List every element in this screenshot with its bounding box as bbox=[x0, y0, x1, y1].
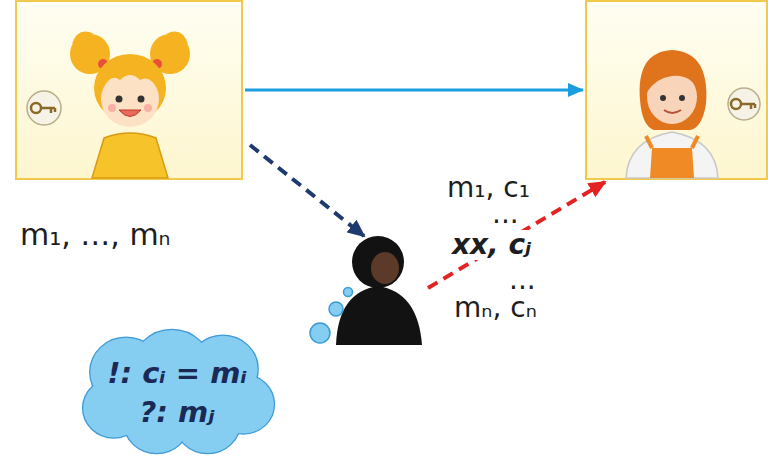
key-blade bbox=[741, 104, 755, 109]
eye bbox=[138, 96, 145, 103]
pigtail-tuft bbox=[72, 32, 188, 44]
node-text: ... bbox=[509, 266, 536, 294]
node-text: m₁, c₁ bbox=[447, 174, 530, 202]
text-group: !: cᵢ = mᵢ?: mⱼ bbox=[75, 328, 279, 455]
mouth bbox=[664, 110, 681, 113]
thought-bubble bbox=[310, 323, 330, 343]
receiver-avatar bbox=[626, 50, 718, 178]
attacker-body bbox=[336, 286, 422, 345]
text-group: m₁, …, mₙ bbox=[20, 220, 171, 250]
thought-bubble bbox=[329, 302, 343, 316]
node-text: !: cᵢ = mᵢ bbox=[107, 355, 247, 391]
thought-cloud: !: cᵢ = mᵢ?: mⱼ bbox=[75, 328, 279, 455]
key-icon bbox=[728, 88, 760, 120]
cheek bbox=[144, 104, 152, 112]
attacker-face bbox=[371, 252, 399, 284]
intercept-arrow bbox=[250, 145, 364, 236]
node-text: ... bbox=[492, 200, 519, 228]
key-badge bbox=[728, 88, 760, 120]
key-badge bbox=[27, 91, 61, 125]
cloud-outline bbox=[75, 328, 279, 455]
forged-arrow bbox=[428, 182, 605, 288]
key-icon bbox=[27, 91, 61, 125]
eye bbox=[679, 95, 685, 101]
attacker-figure bbox=[336, 236, 422, 345]
cheek bbox=[108, 104, 116, 112]
eye bbox=[116, 96, 123, 103]
message-arrow bbox=[245, 89, 583, 92]
node-text: ?: mⱼ bbox=[139, 394, 214, 430]
eye bbox=[660, 95, 666, 101]
sender-avatar bbox=[70, 32, 190, 178]
hair bbox=[640, 50, 707, 130]
shirt bbox=[626, 132, 718, 178]
dress bbox=[92, 133, 168, 178]
text-group: m₁, c₁...xx, cⱼ...mₙ, cₙ bbox=[447, 174, 532, 316]
key-bow bbox=[731, 99, 741, 109]
node-text: m₁, …, mₙ bbox=[20, 220, 171, 250]
attacker-hood bbox=[352, 236, 404, 288]
mouth bbox=[119, 110, 141, 117]
apron bbox=[650, 148, 694, 178]
fringe bbox=[100, 58, 160, 92]
key-bow bbox=[31, 103, 41, 113]
thought-bubble bbox=[344, 288, 353, 297]
node-text: xx, cⱼ bbox=[449, 230, 534, 260]
apron-strap bbox=[646, 136, 698, 148]
key-blade bbox=[41, 108, 55, 113]
fringe bbox=[647, 62, 698, 92]
node-text: mₙ, cₙ bbox=[454, 294, 537, 322]
